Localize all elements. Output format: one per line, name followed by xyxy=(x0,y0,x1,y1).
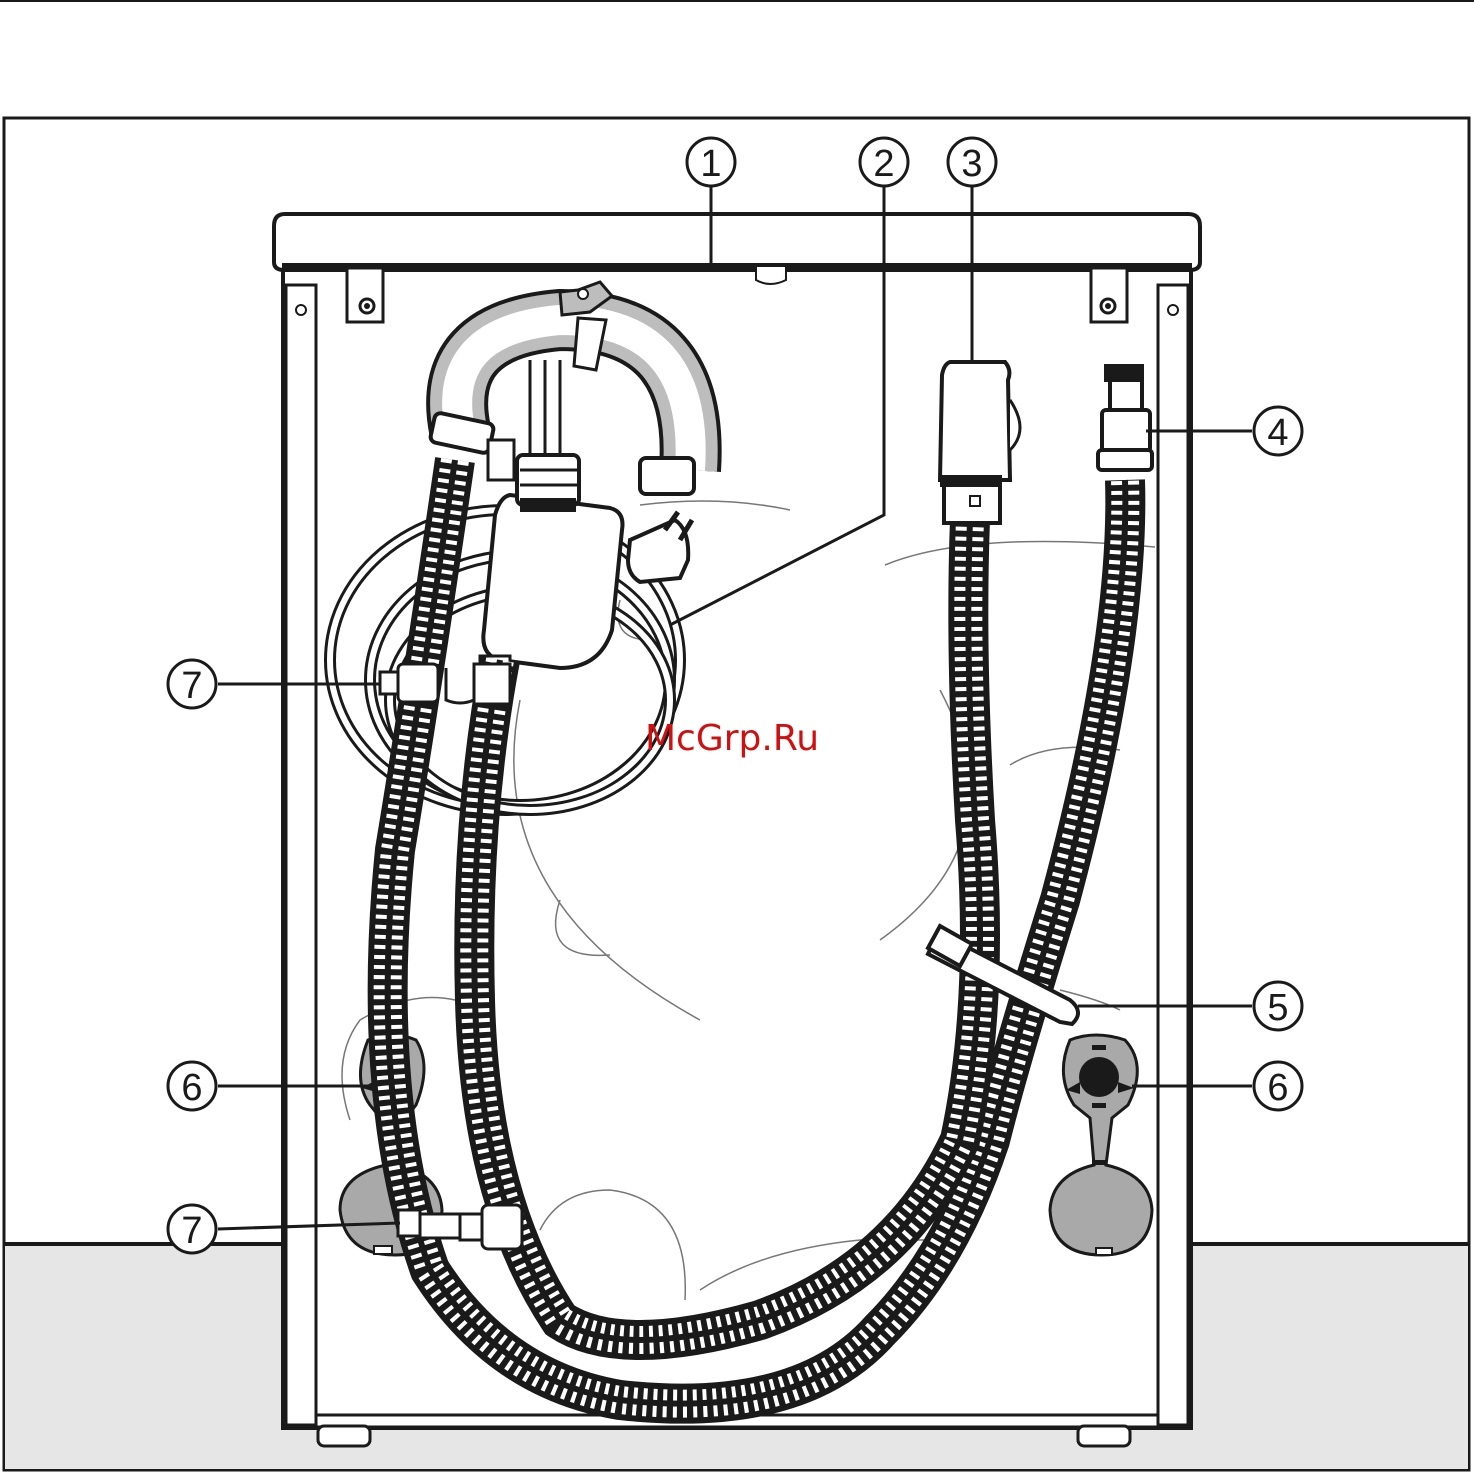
callout-5-label: 5 xyxy=(1267,987,1288,1029)
callout-6-left: 6 xyxy=(168,1062,216,1110)
hose-clip-upper xyxy=(380,664,510,704)
callout-3-label: 3 xyxy=(961,143,982,185)
callout-1: 1 xyxy=(687,138,735,186)
callout-2: 2 xyxy=(860,138,908,186)
worktop-lid xyxy=(274,214,1200,270)
lid-bracket-left xyxy=(347,268,383,322)
lid-bracket-right xyxy=(1091,268,1127,322)
callout-2-label: 2 xyxy=(873,143,894,185)
callout-6-right-label: 6 xyxy=(1267,1067,1288,1109)
screw xyxy=(1168,305,1178,315)
callout-7-upper-label: 7 xyxy=(181,665,202,707)
foot-left xyxy=(318,1426,370,1446)
callout-6-right: 6 xyxy=(1254,1062,1302,1110)
right-side-rail xyxy=(1158,285,1188,1425)
callout-7-upper: 7 xyxy=(168,660,216,708)
screw xyxy=(296,305,306,315)
lid-catch xyxy=(756,266,786,284)
callout-1-label: 1 xyxy=(700,143,721,185)
callout-7-lower-label: 7 xyxy=(181,1210,202,1252)
callout-5: 5 xyxy=(1254,982,1302,1030)
callout-3: 3 xyxy=(948,138,996,186)
foot-right xyxy=(1078,1426,1130,1446)
callout-4: 4 xyxy=(1254,407,1302,455)
watermark-text: McGrp.Ru xyxy=(645,718,819,759)
callout-6-left-label: 6 xyxy=(181,1067,202,1109)
callout-7-lower: 7 xyxy=(168,1205,216,1253)
callout-4-label: 4 xyxy=(1267,412,1288,454)
inlet-hose-connector xyxy=(1098,364,1152,470)
left-side-rail xyxy=(286,285,316,1425)
